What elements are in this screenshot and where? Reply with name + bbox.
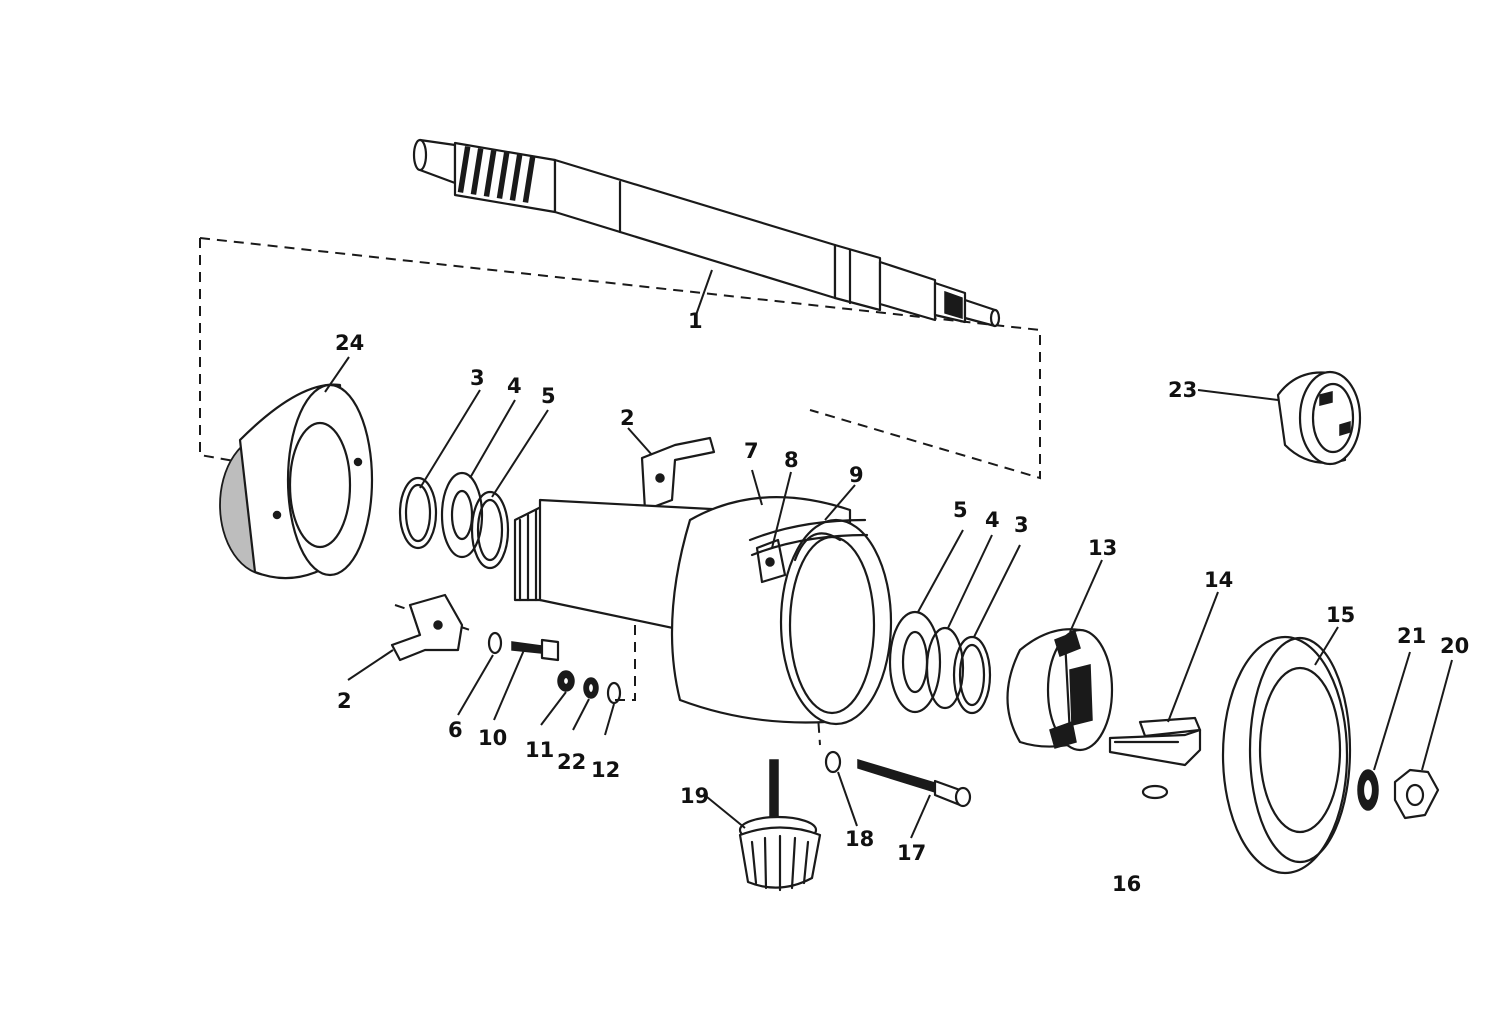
part-number-labels: 1 2 2 3 3 4 4 5 5 6 7 8 9 10 11 12 13 14… xyxy=(335,309,1469,896)
label-7: 7 xyxy=(744,439,759,463)
label-5-right: 5 xyxy=(953,498,968,522)
label-4-right: 4 xyxy=(985,508,1000,532)
label-4-left: 4 xyxy=(507,374,522,398)
part-10-bolt xyxy=(511,638,560,662)
part-13-clutch-dog xyxy=(1006,628,1114,752)
leader-lines xyxy=(324,269,1453,839)
part-17-long-bolt xyxy=(857,758,972,808)
label-19: 19 xyxy=(680,784,709,808)
part-4-ring-right xyxy=(925,626,965,710)
part-22-lock-washer xyxy=(583,677,599,699)
label-8: 8 xyxy=(784,448,799,472)
part-2-lock-tab-lower xyxy=(390,593,464,662)
label-17: 17 xyxy=(897,841,926,865)
part-1-shaft xyxy=(412,138,1001,328)
label-18: 18 xyxy=(845,827,874,851)
part-5-washer-left xyxy=(470,490,510,570)
label-24: 24 xyxy=(335,331,364,355)
part-24-bearing-housing xyxy=(219,383,374,580)
label-3-right: 3 xyxy=(1014,513,1029,537)
part-21-lock-washer xyxy=(1357,769,1379,811)
part-9-clamp-band xyxy=(748,518,869,557)
label-2-upper: 2 xyxy=(620,406,635,430)
part-18-washer xyxy=(824,750,842,774)
label-22: 22 xyxy=(557,750,586,774)
part-2-lock-tab-upper xyxy=(640,436,716,512)
label-21: 21 xyxy=(1397,624,1426,648)
part-23-bearing-sleeve xyxy=(1276,370,1362,466)
part-12-washer xyxy=(606,681,622,705)
part-11-nut xyxy=(557,670,575,692)
part-4-washer-left xyxy=(440,471,484,559)
part-20-nut xyxy=(1393,768,1440,820)
label-6: 6 xyxy=(448,718,463,742)
part-14-shift-key xyxy=(1108,716,1202,767)
label-12: 12 xyxy=(591,758,620,782)
label-20: 20 xyxy=(1440,634,1469,658)
part-16-washer xyxy=(1141,784,1169,800)
part-7-drum xyxy=(513,496,893,726)
label-9: 9 xyxy=(849,463,864,487)
part-3-ring-right xyxy=(952,635,992,715)
label-1: 1 xyxy=(688,309,703,333)
label-3-left: 3 xyxy=(470,366,485,390)
part-6-lock-washer xyxy=(487,631,503,655)
label-10: 10 xyxy=(478,726,507,750)
part-19-knob xyxy=(738,759,822,892)
part-15-bearing-housing xyxy=(1221,635,1352,875)
label-15: 15 xyxy=(1326,603,1355,627)
part-3-ring-left xyxy=(398,476,438,550)
label-14: 14 xyxy=(1204,568,1233,592)
label-2-lower: 2 xyxy=(337,689,352,713)
label-16: 16 xyxy=(1112,872,1141,896)
label-5-left: 5 xyxy=(541,384,556,408)
label-23: 23 xyxy=(1168,378,1197,402)
label-13: 13 xyxy=(1088,536,1117,560)
label-11: 11 xyxy=(525,738,554,762)
